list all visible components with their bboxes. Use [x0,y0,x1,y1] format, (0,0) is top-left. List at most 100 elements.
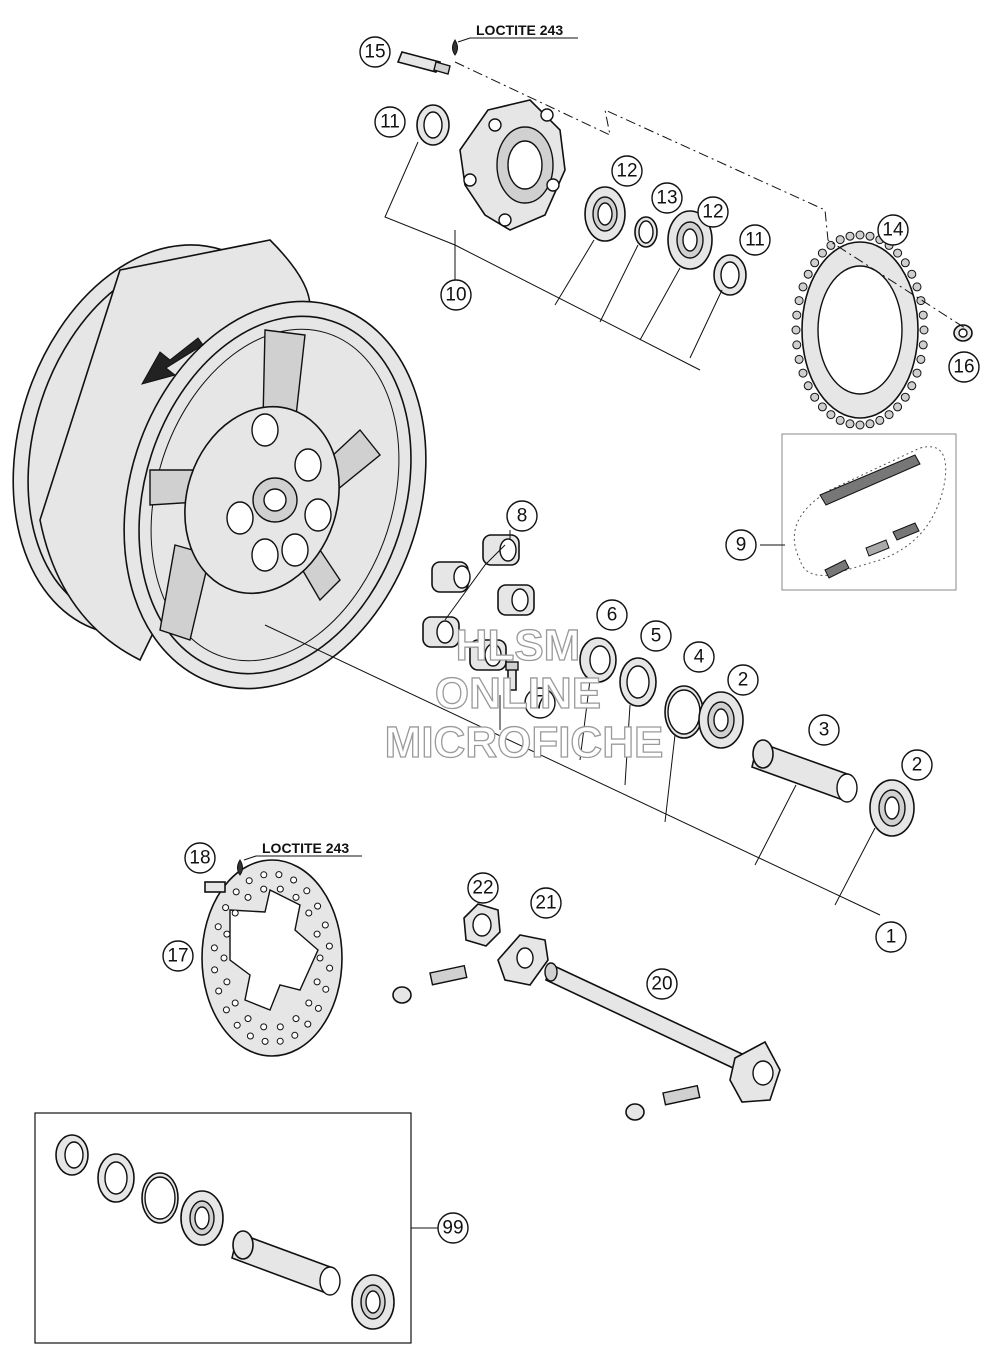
adjuster-bolt-left [392,964,468,1004]
callout-2-left: 2 [727,664,759,696]
axle-nut [463,903,501,947]
loctite-note-bottom: LOCTITE 243 [243,840,362,861]
disc-vent-hole [260,1023,268,1031]
chain-segment [819,454,921,506]
disc-vent-hole [223,978,231,986]
svg-text:5: 5 [651,626,662,647]
svg-text:2: 2 [912,755,923,776]
disc-vent-hole [303,887,311,895]
callout-20: 20 [646,968,678,1000]
svg-text:8: 8 [517,506,528,527]
disc-vent-hole [232,888,240,896]
bearing-2-left [698,691,744,749]
disc-vent-hole [222,904,230,912]
svg-text:10: 10 [445,285,466,306]
spacer-bushing-right [713,254,747,296]
disc-vent-hole [214,923,222,931]
svg-text:3: 3 [819,720,830,741]
callout-99: 99 [437,1212,469,1244]
sprocket-tooth [803,269,813,279]
callout-9: 9 [725,529,757,561]
sprocket-tooth [884,410,894,420]
svg-text:4: 4 [694,647,705,668]
svg-text:12: 12 [616,161,637,182]
circlip-4 [664,685,704,739]
sprocket-tooth [794,296,804,306]
svg-text:11: 11 [745,230,765,251]
sprocket-tooth [798,368,808,378]
disc-vent-hole [305,909,313,917]
disc-vent-hole [313,930,321,938]
disc-vent-hole [231,999,239,1007]
disc-vent-hole [215,987,223,995]
sprocket-tooth [826,240,836,250]
callout-8: 8 [506,500,538,532]
sprocket-tooth [792,310,802,320]
disc-vent-hole [314,902,322,910]
bushing-6 [579,637,617,683]
callout-5: 5 [640,620,672,652]
disc-bolt [204,859,243,893]
callout-13: 13 [651,182,683,214]
disc-vent-hole [261,1037,269,1045]
sprocket-tooth [875,415,885,425]
callout-6: 6 [596,599,628,631]
sprocket-tooth [803,381,813,391]
disc-vent-hole [231,909,239,917]
sprocket-tooth [791,325,801,335]
sprocket-tooth [907,269,917,279]
callout-21: 21 [530,887,562,919]
sprocket-tooth [907,381,917,391]
callout-12-left: 12 [611,155,643,187]
svg-text:22: 22 [472,878,493,899]
sprocket-tooth [794,354,804,364]
svg-text:13: 13 [656,188,677,209]
disc-vent-hole [233,1021,241,1029]
callout-12-right: 12 [697,196,729,228]
svg-text:MICROFICHE: MICROFICHE [385,718,664,767]
svg-text:21: 21 [535,893,556,914]
svg-text:6: 6 [607,605,618,626]
sprocket-tooth [900,258,910,268]
disc-vent-hole [275,871,283,879]
callout-16: 16 [948,351,980,383]
rear-wheel [12,239,427,690]
disc-vent-hole [260,885,268,893]
disc-vent-hole [246,1032,254,1040]
bearing-upper-2 [667,210,713,270]
bearing-2-right [869,779,915,837]
stud-bolt [396,39,458,75]
callout-2-right: 2 [901,749,933,781]
sprocket-tooth [916,354,926,364]
disc-vent-hole [291,1031,299,1039]
disc-vent-hole [322,985,330,993]
svg-text:1: 1 [886,927,897,948]
disc-vent-hole [276,1037,284,1045]
chain-link-3 [892,522,920,541]
rotation-arrow-icon [140,337,204,385]
disc-vent-hole [260,871,268,879]
disc-vent-hole [313,978,321,986]
sprocket-tooth [826,410,836,420]
svg-text:LOCTITE 243: LOCTITE 243 [262,840,349,856]
sprocket-tooth [916,296,926,306]
sprocket-tooth [810,392,820,402]
cush-drive-dampers [422,530,535,671]
callout-18: 18 [184,842,216,874]
sprocket-nut [953,324,973,342]
spacer-bushing-top [416,104,450,146]
callout-14: 14 [877,214,909,246]
sprocket-tooth [865,231,875,241]
disc-vent-hole [326,964,334,972]
disc-vent-hole [210,944,218,952]
disc-vent-hole [292,893,300,901]
svg-text:99: 99 [442,1218,463,1239]
disc-vent-hole [290,876,298,884]
sprocket-tooth [912,368,922,378]
rear-sprocket [791,230,929,430]
sprocket-tooth [855,420,865,430]
sprocket-tooth [855,230,865,240]
adjuster-bolt-right [625,1084,701,1121]
disc-vent-hole [292,1015,300,1023]
